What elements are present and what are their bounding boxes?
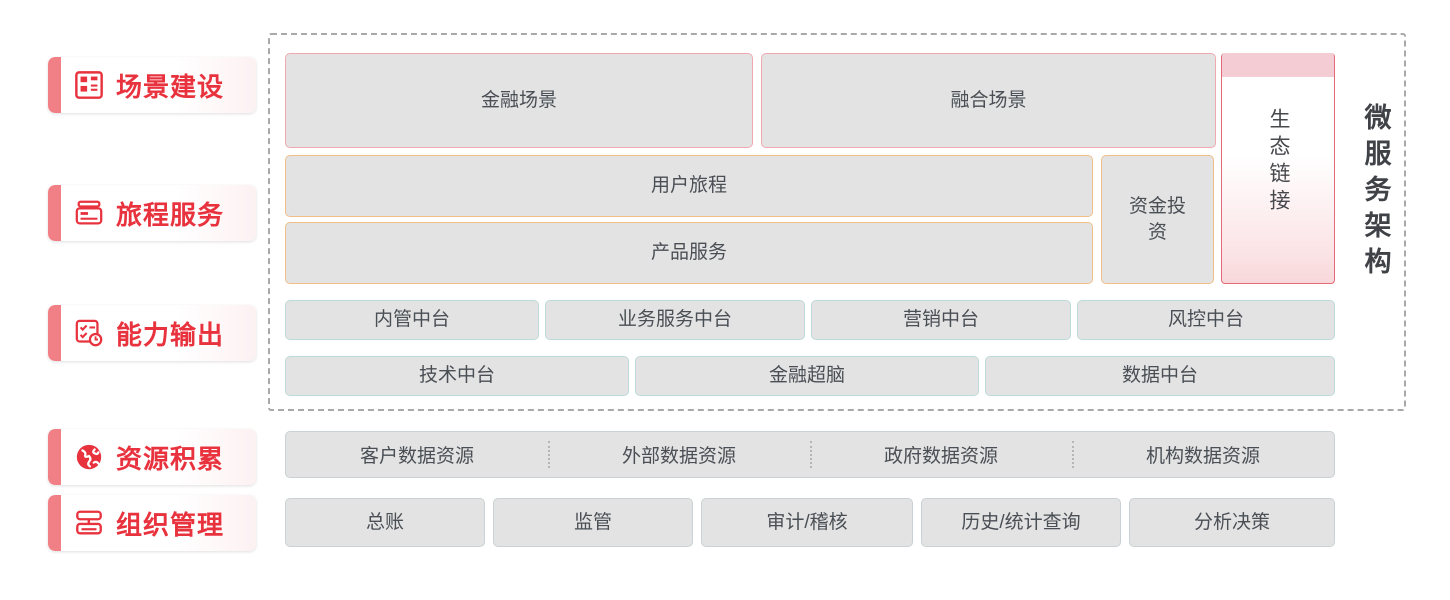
capability-box-internal-management[interactable]: 内管中台 xyxy=(285,300,539,340)
sidebar-item-label: 资源积累 xyxy=(116,443,225,474)
card-journey-icon xyxy=(75,200,103,225)
dashboard-layout-icon xyxy=(75,71,103,99)
journey-box-user-journey[interactable]: 用户旅程 xyxy=(285,155,1093,217)
sidebar-item-organization-management[interactable]: 组织管理 xyxy=(48,495,256,551)
capability-box-business-service[interactable]: 业务服务中台 xyxy=(545,300,805,340)
sidebar-item-label: 场景建设 xyxy=(116,71,225,102)
organization-box-analysis-decision[interactable]: 分析决策 xyxy=(1129,498,1335,547)
sidebar-item-journey-service[interactable]: 旅程服务 xyxy=(48,185,256,241)
capability-box-marketing[interactable]: 营销中台 xyxy=(811,300,1071,340)
capability-box-technology[interactable]: 技术中台 xyxy=(285,356,629,396)
capability-box-financial-brain[interactable]: 金融超脑 xyxy=(635,356,979,396)
sidebar-item-resource-accumulation[interactable]: 资源积累 xyxy=(48,429,256,485)
sidebar-accent-bar xyxy=(48,305,61,361)
sidebar-item-label: 能力输出 xyxy=(116,319,225,350)
org-chart-icon xyxy=(76,510,102,535)
organization-box-supervision[interactable]: 监管 xyxy=(493,498,693,547)
globe-icon xyxy=(76,444,102,470)
resource-cell-institution[interactable]: 机构数据资源 xyxy=(1072,432,1334,477)
resource-cell-external[interactable]: 外部数据资源 xyxy=(548,432,810,477)
microservice-architecture-caption: 微服务架构 xyxy=(1360,103,1391,283)
resource-strip[interactable]: 客户数据资源 外部数据资源 政府数据资源 机构数据资源 xyxy=(285,431,1335,478)
resource-cell-customer[interactable]: 客户数据资源 xyxy=(359,446,474,467)
capability-box-data[interactable]: 数据中台 xyxy=(985,356,1335,396)
scene-box-integrated[interactable]: 融合场景 xyxy=(761,53,1216,148)
sidebar-item-label: 组织管理 xyxy=(116,509,225,540)
sidebar-item-scene-construction[interactable]: 场景建设 xyxy=(48,57,256,113)
journey-box-fund-investment[interactable]: 资金投资 xyxy=(1101,155,1214,284)
ecosystem-link-box[interactable]: 生态链接 xyxy=(1221,53,1335,284)
organization-box-audit[interactable]: 审计/稽核 xyxy=(701,498,913,547)
capability-box-risk-control[interactable]: 风控中台 xyxy=(1077,300,1335,340)
resource-cell-government[interactable]: 政府数据资源 xyxy=(810,432,1072,477)
fund-investment-label: 资金投资 xyxy=(1128,195,1186,243)
sidebar-accent-bar xyxy=(48,57,61,113)
sidebar-item-capability-output[interactable]: 能力输出 xyxy=(48,305,256,361)
sidebar-accent-bar xyxy=(48,495,61,551)
checklist-clock-icon xyxy=(75,319,103,347)
ecosystem-link-label: 生态链接 xyxy=(1267,108,1290,216)
organization-box-history-statistics[interactable]: 历史/统计查询 xyxy=(921,498,1121,547)
sidebar-item-label: 旅程服务 xyxy=(116,199,225,230)
scene-box-financial[interactable]: 金融场景 xyxy=(285,53,753,148)
ecosystem-header-bar xyxy=(1222,53,1334,77)
sidebar-accent-bar xyxy=(48,429,61,485)
organization-box-general-ledger[interactable]: 总账 xyxy=(285,498,485,547)
sidebar-accent-bar xyxy=(48,185,61,241)
platform-group-frame xyxy=(268,33,1406,411)
journey-box-product-service[interactable]: 产品服务 xyxy=(285,222,1093,284)
